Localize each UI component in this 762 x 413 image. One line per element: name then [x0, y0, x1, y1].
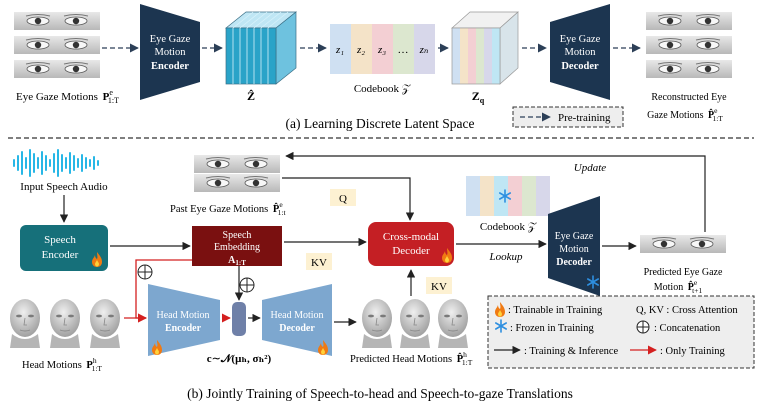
legend-frozen: : Frozen in Training [510, 323, 594, 334]
part-b: Input Speech Audio Speech Encoder Past E… [9, 149, 755, 401]
speech-embedding-box: Speech Embedding A1:T [192, 226, 282, 267]
gaze-decoder-b-line1: Eye Gaze [555, 231, 594, 242]
kv-label-2: KV [431, 281, 447, 293]
cross-modal-line2: Decoder [392, 245, 430, 257]
legend-only-train: : Only Training [660, 346, 726, 357]
speech-encoder-line2: Encoder [42, 249, 79, 261]
latent-distribution-label: c∼𝒩(μₕ, σₕ²) [207, 353, 272, 365]
z-hat-cube [225, 11, 297, 85]
input-audio-label: Input Speech Audio [20, 181, 108, 193]
past-gaze-frames [193, 154, 281, 193]
kv-label-1: KV [311, 257, 327, 269]
output-gaze-label-1: Reconstructed Eye [651, 92, 727, 103]
predicted-gaze-frame [639, 234, 727, 254]
gaze-decoder-a-line2: Motion [565, 47, 597, 58]
head-encoder-line2: Encoder [165, 323, 202, 334]
q-label: Q [339, 193, 347, 205]
caption-b: (b) Jointly Training of Speech-to-head a… [187, 386, 573, 401]
token-z1: z₁ [335, 44, 344, 56]
update-label: Update [574, 162, 607, 174]
gaze-encoder-line1: Eye Gaze [150, 34, 191, 45]
gaze-encoder-line2: Motion [155, 47, 187, 58]
pretraining-legend: Pre-training [512, 106, 624, 128]
zq-label: Zq [472, 89, 485, 105]
z-hat-label: Ẑ [247, 89, 255, 103]
legend-box: : Trainable in Training Q, KV : Cross At… [487, 295, 755, 369]
input-gaze-frames [13, 11, 101, 79]
legend-concat: : Concatenation [654, 323, 721, 334]
gaze-decoder-trapezoid-b: Eye Gaze Motion Decoder [548, 196, 600, 296]
token-z3: z₃ [377, 44, 386, 56]
audio-waveform [13, 149, 99, 177]
latent-vector [232, 302, 246, 336]
token-ellipsis: … [398, 44, 409, 56]
gaze-encoder-line3: Encoder [151, 61, 189, 72]
arrow-update [285, 151, 706, 232]
codebook-b-label: Codebook 𝒵 [480, 221, 537, 233]
head-encoder-trapezoid: Head Motion Encoder [148, 284, 220, 356]
head-decoder-trapezoid: Head Motion Decoder [262, 284, 332, 356]
caption-a: (a) Learning Discrete Latent Space [286, 116, 475, 131]
zq-cube [451, 11, 519, 85]
input-head-meshes [9, 298, 121, 349]
speech-encoder-line1: Speech [44, 234, 76, 246]
codebook-b [466, 176, 550, 216]
output-gaze-frames [645, 11, 733, 79]
kv-badge-1 [306, 253, 332, 270]
legend-train-infer: : Training & Inference [524, 346, 619, 357]
gaze-decoder-b-line2: Motion [559, 244, 588, 255]
gaze-encoder-trapezoid: Eye Gaze Motion Encoder [140, 4, 200, 100]
cross-modal-line1: Cross-modal [383, 231, 439, 243]
token-z2: z₂ [356, 44, 365, 56]
pretraining-label: Pre-training [558, 112, 611, 124]
legend-qkv: Q, KV : Cross Attention [636, 305, 738, 316]
head-decoder-line2: Decoder [279, 323, 315, 334]
codebook-a: z₁ z₂ z₃ … zₙ [330, 24, 435, 74]
token-zn: zₙ [419, 44, 429, 56]
cross-modal-decoder-box: Cross-modal Decoder [368, 222, 454, 266]
head-encoder-line1: Head Motion [156, 310, 209, 321]
lookup-label: Lookup [489, 251, 524, 263]
codebook-a-label: Codebook 𝒵 [354, 83, 411, 95]
head-decoder-line1: Head Motion [270, 310, 323, 321]
gaze-decoder-trapezoid-a: Eye Gaze Motion Decoder [550, 4, 610, 100]
arrow-pastgaze-crossmodal [282, 177, 415, 221]
gaze-decoder-a-line1: Eye Gaze [560, 34, 601, 45]
speech-embedding-symbol: A1:T [228, 255, 246, 267]
legend-trainable: : Trainable in Training [508, 305, 603, 316]
speech-encoder-box: Speech Encoder [20, 225, 108, 271]
q-badge [330, 189, 356, 206]
kv-badge-2 [426, 277, 452, 294]
gaze-decoder-a-line3: Decoder [561, 61, 599, 72]
speech-embedding-line1: Speech [223, 230, 252, 241]
speech-embedding-line2: Embedding [214, 242, 260, 253]
gaze-decoder-b-line3: Decoder [556, 257, 592, 268]
predicted-gaze-label-1: Predicted Eye Gaze [644, 267, 723, 278]
predicted-head-meshes [361, 298, 469, 349]
